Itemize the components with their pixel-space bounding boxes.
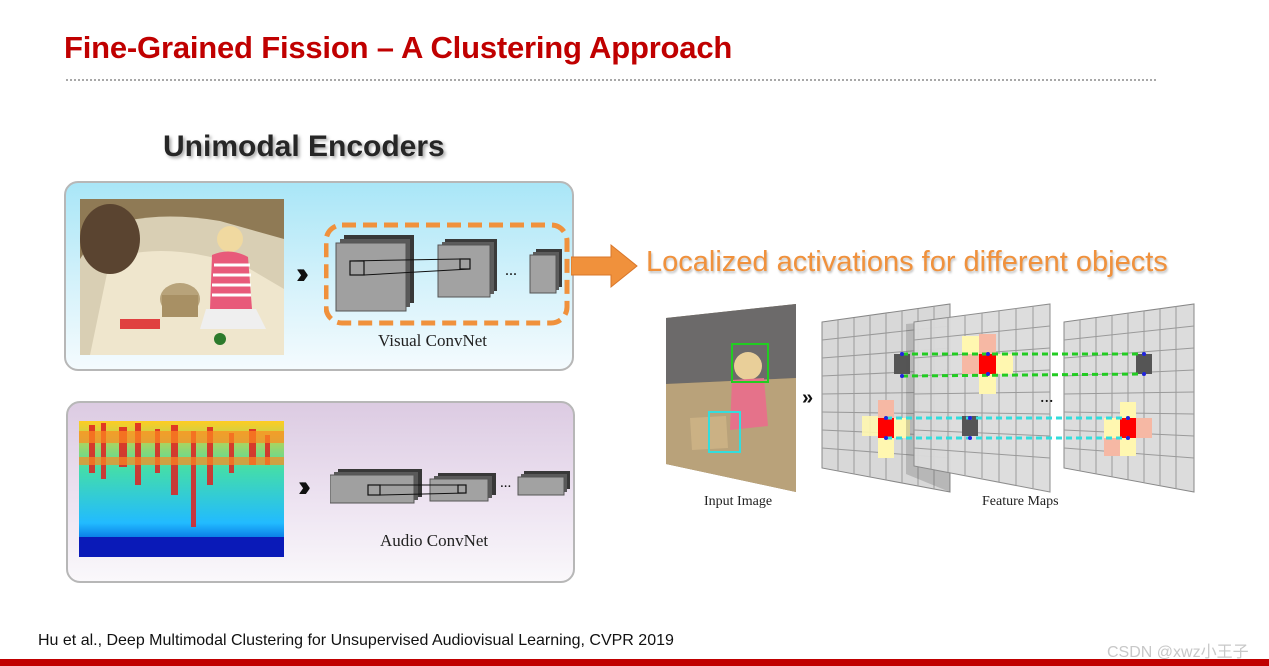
audio-convnet-diagram: ...: [330, 469, 570, 504]
feature-map-3: [1063, 303, 1195, 493]
feature-map-figure: »: [666, 303, 1195, 493]
slide-title: Fine-Grained Fission – A Clustering Appr…: [64, 30, 733, 65]
feature-maps-caption: Feature Maps: [982, 494, 1059, 509]
title-divider: [66, 79, 1156, 81]
watermark: CSDN @xwz小王子: [1107, 644, 1249, 661]
visual-encoder-panel: ›› ... Visual ConvNet: [64, 181, 574, 371]
audio-encoder-panel: ›› ... Audio ConvNet: [66, 401, 575, 583]
audio-spectrogram: [79, 421, 284, 557]
callout-text: Localized activations for different obje…: [646, 246, 1168, 278]
citation: Hu et al., Deep Multimodal Clustering fo…: [38, 632, 674, 649]
input-image-caption: Input Image: [704, 494, 773, 509]
toddler-photo: [80, 199, 284, 355]
feature-map-ellipsis: ...: [1040, 386, 1054, 406]
feature-map-2: [913, 303, 1051, 493]
visual-convnet-diagram: ...: [324, 222, 570, 326]
convnet-ellipsis: ...: [500, 475, 511, 491]
visual-convnet-label: Visual ConvNet: [378, 331, 487, 350]
section-heading: Unimodal Encoders: [163, 130, 445, 163]
footer-bar: [0, 659, 1269, 666]
double-chevron-right-icon: »: [802, 387, 813, 409]
input-image: [666, 304, 796, 492]
audio-convnet-label: Audio ConvNet: [380, 531, 489, 550]
green-connector: [901, 372, 1145, 378]
double-chevron-right-icon: ››: [298, 470, 311, 503]
double-chevron-right-icon: ››: [296, 257, 309, 290]
convnet-ellipsis: ...: [505, 262, 517, 279]
orange-arrow-right-icon: [571, 243, 638, 289]
